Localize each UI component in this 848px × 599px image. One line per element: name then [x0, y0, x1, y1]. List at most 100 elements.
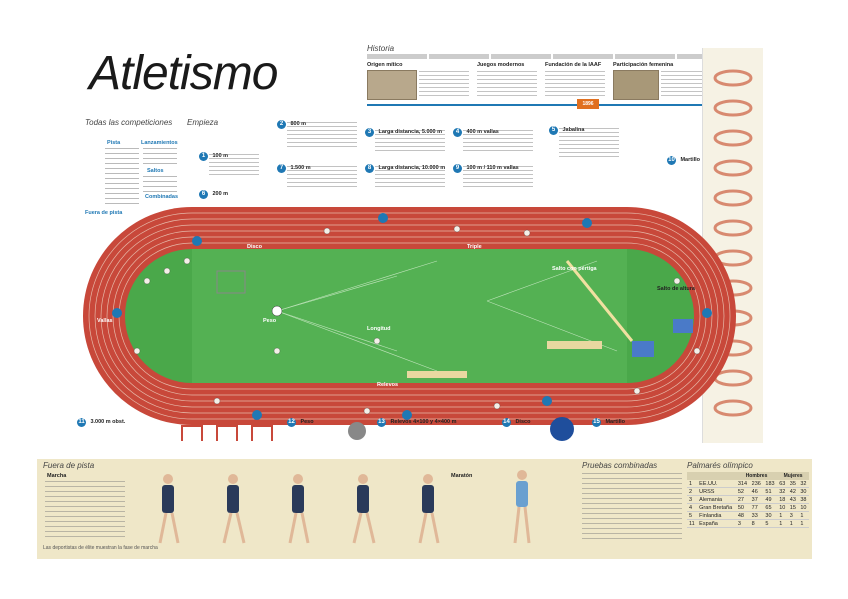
- cell: 1: [798, 511, 809, 520]
- lower-event-15-label: Martillo: [605, 419, 626, 425]
- cell: 35: [787, 480, 799, 488]
- athletes: [133, 225, 701, 415]
- marathon-runner: [513, 470, 531, 544]
- cell: 1: [687, 480, 698, 488]
- fuera-pista-heading: Fuera de pista: [43, 461, 95, 470]
- historia-item-2: Juegos modernos: [477, 62, 525, 68]
- high-jump-mat: [673, 319, 693, 333]
- combinadas-heading: Pruebas combinadas: [582, 461, 658, 470]
- cell: 38: [798, 495, 809, 504]
- cell: 10: [777, 503, 788, 512]
- cell: 49: [763, 495, 778, 504]
- lanzamientos-label: Lanzamientos: [141, 140, 178, 146]
- field-peso: Peso: [263, 318, 277, 324]
- fuera-label: Fuera de pista: [85, 210, 123, 216]
- cell: 77: [749, 503, 764, 512]
- empieza-section: Empieza: [187, 118, 247, 138]
- cell: 30: [798, 487, 809, 496]
- combinadas-label: Combinadas: [145, 194, 179, 200]
- throw-circle: [271, 305, 283, 317]
- cell: 5: [763, 519, 778, 528]
- field-triple: Triple: [467, 244, 482, 250]
- cell: 3: [787, 511, 799, 520]
- event-2-number: 2: [277, 120, 286, 129]
- pole-vault-mat: [632, 341, 654, 357]
- lower-event-13: 13 Relevos 4×100 y 4×400 m: [377, 410, 457, 428]
- cell: 11: [687, 519, 698, 528]
- event-5-text: [559, 128, 619, 158]
- event-2-text: [287, 122, 357, 150]
- historia-section: Historia Origen mítico Juegos modernos F…: [367, 44, 727, 116]
- cell: 52: [735, 487, 750, 496]
- pista-list: [105, 148, 139, 208]
- event-9: 9 100 m / 110 m vallas: [453, 156, 519, 174]
- event-3-number: 3: [365, 128, 374, 137]
- olympic-col-hombres: Hombres: [735, 472, 778, 480]
- event-1: 1 100 m: [199, 144, 228, 162]
- cell: 30: [763, 511, 778, 520]
- event-10-label: Martillo: [680, 157, 701, 163]
- competiciones-section: Todas las competiciones Pista Lanzamient…: [85, 118, 185, 228]
- event-8: 8 Larga distancia, 10.000 m: [365, 156, 445, 174]
- cell: 51: [763, 487, 778, 496]
- lower-event-12: 12 Peso: [287, 410, 314, 428]
- lower-event-11-number: 11: [77, 418, 86, 427]
- cell: 236: [749, 480, 764, 488]
- cell: 1: [798, 519, 809, 528]
- cell: 15: [787, 503, 799, 512]
- field-altura: Salto de altura: [657, 286, 695, 292]
- event-7-label: 1.500 m: [290, 165, 311, 171]
- lower-event-14: 14 Disco: [502, 410, 530, 428]
- cell: Alemania: [697, 495, 736, 504]
- walkers-sequence: [158, 474, 440, 544]
- event-5-number: 5: [549, 126, 558, 135]
- throwing-sectors: [276, 260, 618, 372]
- event-2: 2 800 m: [277, 112, 306, 130]
- combinadas-text: [582, 473, 682, 543]
- page-title: Atletismo: [89, 47, 278, 100]
- historia-heading: Historia: [367, 44, 395, 53]
- historia-year-badge: 1896: [577, 99, 599, 109]
- lower-event-12-label: Peso: [300, 419, 314, 425]
- historia-image-women: [613, 70, 659, 100]
- historia-text-1: [419, 71, 469, 97]
- lower-event-14-label: Disco: [515, 419, 531, 425]
- cell: 5: [687, 511, 698, 520]
- cell: 65: [763, 503, 778, 512]
- historia-item-3: Fundación de la IAAF: [545, 62, 602, 68]
- cell: 63: [777, 480, 788, 488]
- event-4-number: 4: [453, 128, 462, 137]
- historia-text-2: [477, 71, 537, 97]
- historia-text-3: [545, 71, 605, 97]
- runway: [565, 260, 634, 342]
- historia-item-1: Origen mítico: [367, 62, 403, 68]
- cell: EE.UU.: [697, 480, 736, 488]
- track-markers: [112, 213, 712, 420]
- field-pertiga: Salto con pértiga: [552, 266, 597, 272]
- lanzamientos-list: [143, 148, 177, 166]
- field-relevos: Relevos: [377, 382, 399, 388]
- lower-event-11-label: 3.000 m obst.: [90, 419, 126, 425]
- cell: 183: [763, 480, 778, 488]
- maraton-label: Maratón: [451, 473, 473, 479]
- event-1-label: 100 m: [212, 153, 229, 159]
- pista-label: Pista: [107, 140, 121, 146]
- event-8-text: [375, 166, 445, 188]
- event-3-label: Larga distancia, 5.000 m: [378, 129, 443, 135]
- cell: 42: [787, 487, 799, 496]
- lower-event-14-number: 14: [502, 418, 511, 427]
- event-4-text: [463, 130, 533, 152]
- sand-pit-2: [407, 371, 467, 378]
- lower-event-13-label: Relevos 4×100 y 4×400 m: [390, 419, 457, 425]
- cell: Gran Bretaña: [697, 503, 736, 512]
- cell: URSS: [697, 487, 736, 496]
- historia-item-4: Participación femenina: [613, 62, 674, 68]
- field-vallas: Vallas: [97, 318, 113, 324]
- saltos-label: Saltos: [147, 168, 164, 174]
- cell: 1: [777, 519, 788, 528]
